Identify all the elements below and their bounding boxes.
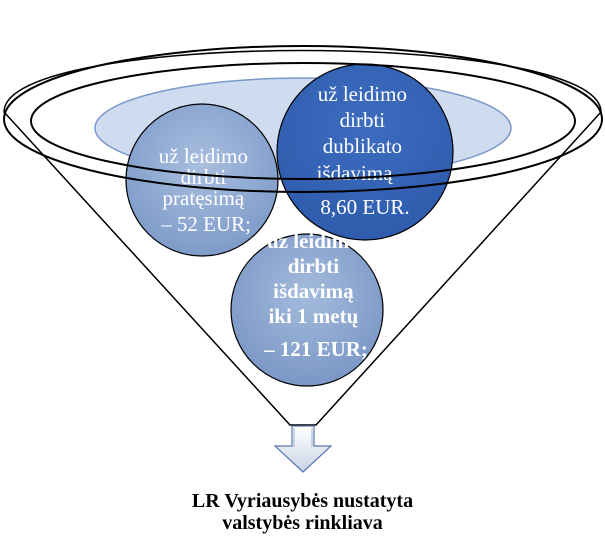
funnel-caption: LR Vyriausybės nustatyta valstybės rinkl… [0,490,605,534]
circle-extension: už leidimo dirbti pratęsimą – 52 EUR; [125,103,279,257]
circle-issuance-line-3: išdavimą [273,279,354,303]
circle-duplicate-line-5: 8,60 EUR. [320,195,409,219]
circle-duplicate-line-1: už leidimo [318,82,407,106]
circle-duplicate-line-4: išdavimą – [317,161,409,185]
circle-duplicate-line-3: dublikato [323,134,402,158]
funnel-rim-inner [30,62,576,180]
caption-line-2: valstybės rinkliava [222,512,383,534]
circle-extension-line-1: už leidimo [159,144,248,168]
circle-issuance-line-4: iki 1 metų [268,304,358,328]
circle-duplicate-line-2: dirbti [340,108,386,132]
circle-duplicate: už leidimo dirbti dublikato išdavimą – 8… [276,63,454,241]
circle-issuance-line-5: – 121 EUR; [263,337,368,361]
down-arrow-icon [273,425,333,473]
caption-line-1: LR Vyriausybės nustatyta [191,490,414,512]
circle-issuance-line-2: dirbti [288,254,340,278]
svg-text:už leidimo dirbti: už leidimo dirbti dublikato išdavimą – 8… [317,82,414,219]
funnel-rim-outer [3,45,603,193]
circle-issuance: už leidimo dirbti išdavimą iki 1 metų – … [230,229,384,387]
circle-extension-line-4: – 52 EUR; [160,212,251,236]
svg-text:už leidimo dirbti: už leidimo dirbti išdavimą iki 1 metų – … [263,229,368,361]
